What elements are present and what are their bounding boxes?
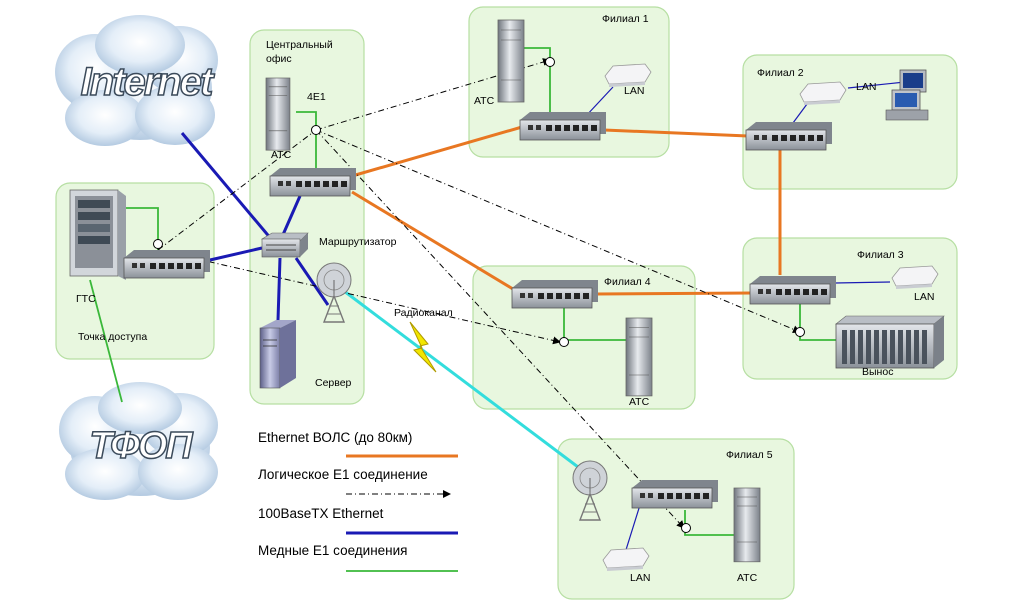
legend-logical-e1-label: Логическое E1 соединение [258,467,428,482]
branch4-pbx-label: АТС [629,396,650,408]
branch1-pbx-label: АТС [474,95,495,107]
pstn-label: ТФОП [89,425,193,467]
fiber-links [351,125,782,296]
gts-label: ГТС [76,293,96,305]
central-office-title-line2: офис [266,53,292,65]
access-point-switch-icon [123,249,211,279]
legend-ethernet-label: 100BaseTX Ethernet [258,506,384,521]
branch3-lan-label: LAN [914,291,934,303]
diagram-labels: Центральный офис 4E1 АТС Маршрутизатор С… [76,13,934,584]
radio-link [331,280,591,478]
copper-e1-links [89,47,838,536]
internet-label: Internet [81,60,215,104]
radio-lightning-icon [409,321,437,373]
branch4-title: Филиал 4 [604,276,651,288]
branch2-switch-icon [745,121,833,151]
branch3-remote-label: Вынос [862,366,893,378]
central-office-title-line1: Центральный [266,39,333,51]
branch3-modem-icon [891,265,939,290]
branch5-lan-label: LAN [630,572,650,584]
branch1-title: Филиал 1 [602,13,649,25]
central-switch-icon [269,167,357,197]
branch2-lan-label: LAN [856,81,876,93]
e1-termination-points [153,57,805,533]
router-icon [261,232,309,258]
legend: Ethernet ВОЛС (до 80км) Логическое E1 со… [258,430,458,572]
internet-cloud: Internet [55,15,218,146]
branch2-title: Филиал 2 [757,67,804,79]
router-label: Маршрутизатор [319,236,397,248]
branch4-pbx-icon [625,317,653,397]
branch5-modem-icon [602,547,650,572]
branch3-remote-chassis-icon [835,315,945,369]
central-pbx-label: АТС [271,149,292,161]
branch5-switch-icon [631,479,719,509]
server-icon [259,320,296,389]
access-point-title: Точка доступа [78,331,147,343]
branch1-lan-label: LAN [624,85,644,97]
legend-copper-e1-label: Медные E1 соединения [258,543,407,558]
server-label: Сервер [315,377,352,389]
branch1-pbx-icon [497,19,525,103]
branch3-title: Филиал 3 [857,249,904,261]
radio-channel-label: Радиоканал [394,307,453,319]
branch5-title: Филиал 5 [726,449,773,461]
branch5-pbx-icon [733,487,761,563]
branch1-modem-icon [604,63,652,88]
pstn-cloud: ТФОП [59,382,218,500]
central-pbx-icon [265,77,291,151]
ethernet-links [180,132,330,321]
gts-rack-icon [69,189,126,280]
central-e1-label: 4E1 [307,91,326,103]
branch3-switch-icon [749,275,837,305]
branch4-switch-icon [511,279,599,309]
branch5-pbx-label: АТС [737,572,758,584]
branch2-modem-icon [799,81,847,106]
legend-fiber-label: Ethernet ВОЛС (до 80км) [258,430,412,445]
branch1-switch-icon [519,111,607,141]
branch2-pc-icon [885,69,929,121]
